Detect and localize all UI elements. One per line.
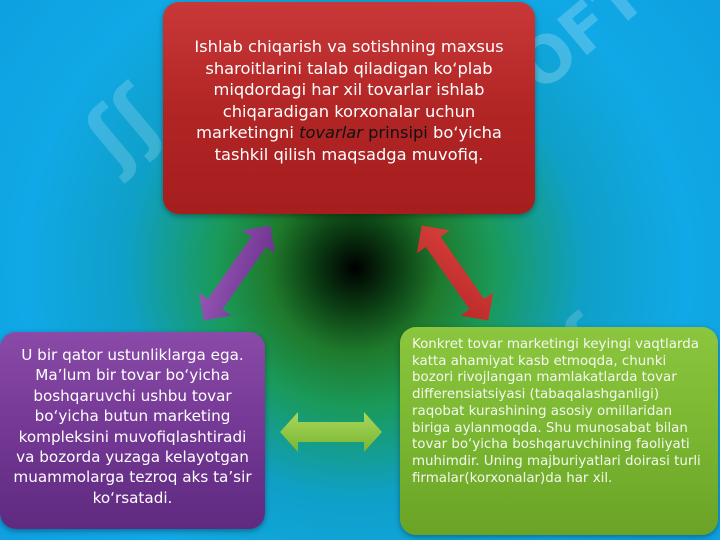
- left-box: U bir qator ustunliklarga ega. Ma’lum bi…: [0, 332, 265, 529]
- right-box: Konkret tovar marketingi keyingi vaqtlar…: [400, 327, 718, 535]
- arrow-left-right: [280, 412, 382, 452]
- right-box-text: Konkret tovar marketingi keyingi vaqtlar…: [412, 337, 701, 486]
- top-box-highlight-italic: tovarlar: [299, 123, 363, 142]
- top-box-text-end: bo‘yicha tashkil qilish maqsadga muvofiq…: [214, 123, 502, 164]
- top-box: Ishlab chiqarish va sotishning maxsus sh…: [163, 2, 535, 214]
- top-box-text: Ishlab chiqarish va sotishning maxsus sh…: [194, 37, 504, 142]
- arrow-top-right: [416, 225, 494, 321]
- top-box-highlight-plain: prinsipi: [362, 123, 428, 142]
- arrow-top-left: [198, 225, 276, 321]
- left-box-text: U bir qator ustunliklarga ega. Ma’lum bi…: [13, 346, 252, 507]
